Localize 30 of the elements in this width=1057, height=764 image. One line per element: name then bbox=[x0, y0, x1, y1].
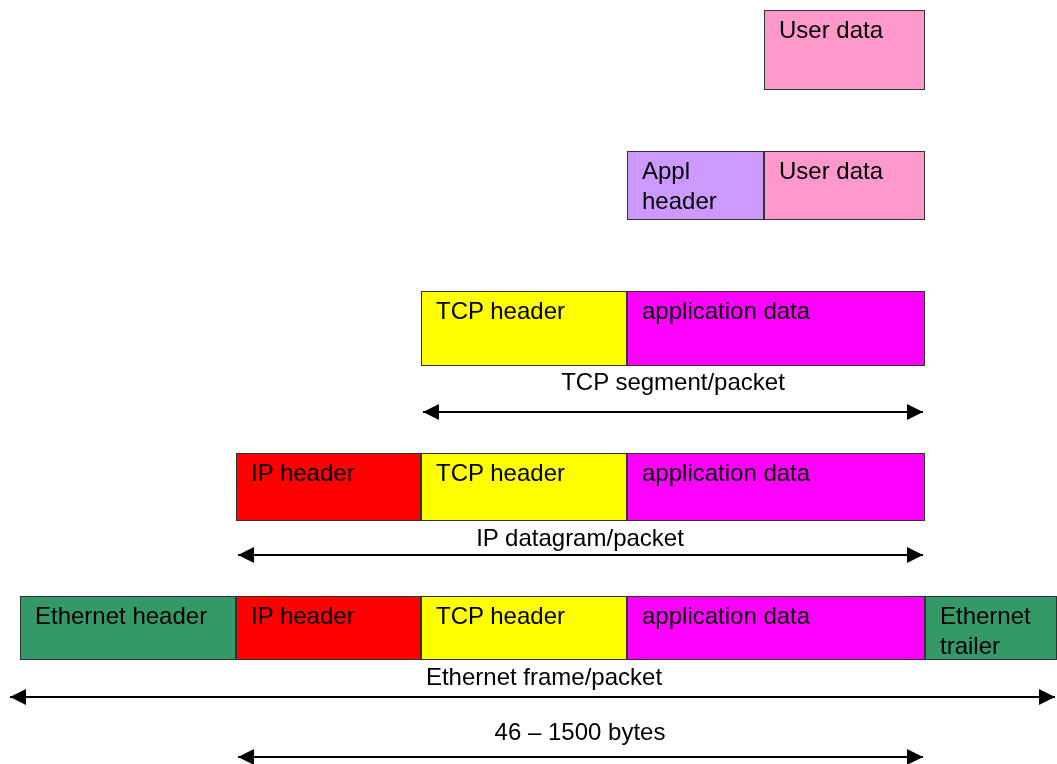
box-text: IP header bbox=[251, 601, 355, 631]
box-text: User data bbox=[779, 156, 884, 186]
data-box bbox=[627, 453, 925, 521]
header-box bbox=[421, 453, 627, 521]
box-text: TCP header bbox=[436, 458, 565, 488]
dimension-label: 46 – 1500 bytes bbox=[494, 717, 666, 747]
box-text: TCP header bbox=[436, 296, 565, 326]
header-box bbox=[236, 596, 421, 660]
data-box bbox=[627, 291, 925, 366]
box-text: Ethernet header bbox=[35, 601, 209, 631]
box-text: application data bbox=[642, 458, 811, 488]
data-box bbox=[764, 10, 925, 90]
header-box bbox=[627, 151, 764, 220]
data-box bbox=[764, 151, 925, 220]
header-box bbox=[20, 596, 236, 660]
box-text: IP header bbox=[251, 458, 355, 488]
header-box bbox=[421, 596, 627, 660]
span-label: IP datagram/packet bbox=[476, 523, 684, 553]
trailer-box bbox=[925, 596, 1057, 660]
box-text: application data bbox=[642, 296, 811, 326]
box-text: application data bbox=[642, 601, 811, 631]
box-text: Ethernet trailer bbox=[940, 601, 1032, 661]
data-box bbox=[627, 596, 925, 660]
header-box bbox=[421, 291, 627, 366]
span-label: TCP segment/packet bbox=[561, 367, 785, 397]
box-text: TCP header bbox=[436, 601, 565, 631]
header-box bbox=[236, 453, 421, 521]
box-text: Appl header bbox=[642, 156, 718, 216]
span-label: Ethernet frame/packet bbox=[425, 662, 663, 692]
box-text: User data bbox=[779, 15, 884, 45]
